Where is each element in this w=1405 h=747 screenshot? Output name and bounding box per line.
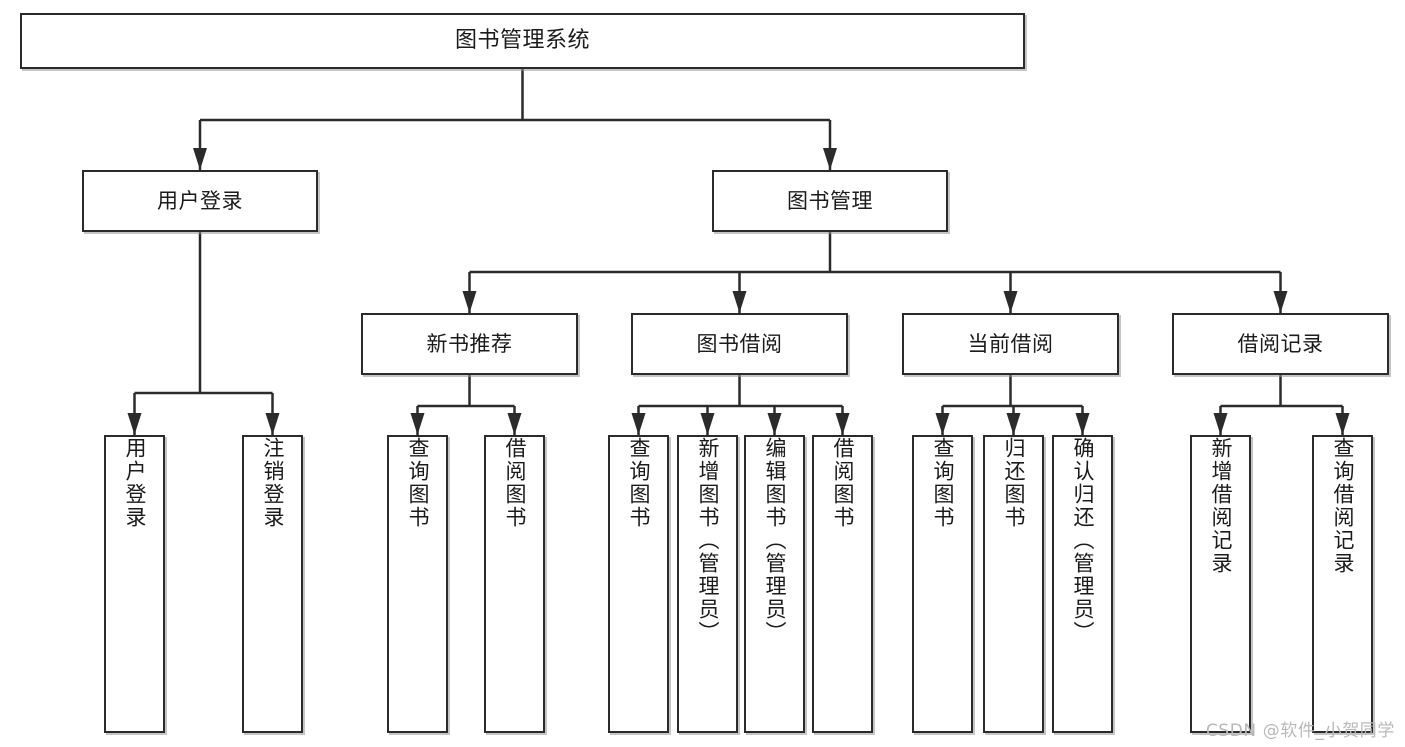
node-label: 查询借阅记录 [1331, 437, 1355, 575]
node-leaf-logout-login[interactable]: 注销登录 [242, 435, 303, 733]
arrow-head-icon [1213, 413, 1228, 435]
arrow-head-icon [1273, 291, 1288, 313]
node-label: 编辑图书（管理员） [763, 437, 787, 644]
arrow-head-icon [410, 413, 425, 435]
node-label: 图书管理系统 [454, 28, 590, 54]
arrow-head-icon [1335, 413, 1350, 435]
node-label: 查询图书 [406, 437, 430, 529]
arrow-head-icon [767, 413, 782, 435]
arrow-head-icon [823, 148, 837, 170]
node-user-login[interactable]: 用户登录 [82, 170, 318, 232]
node-current-borrow[interactable]: 当前借阅 [902, 313, 1119, 375]
node-leaf-borrow-book[interactable]: 借阅图书 [812, 435, 873, 733]
node-label: 查询图书 [627, 437, 651, 529]
node-new-book-recommend[interactable]: 新书推荐 [361, 313, 578, 375]
node-leaf-add-borrow-record[interactable]: 新增借阅记录 [1190, 435, 1251, 733]
node-label: 新书推荐 [426, 331, 513, 356]
arrow-head-icon [935, 413, 950, 435]
node-label: 当前借阅 [967, 331, 1054, 356]
node-borrow-record[interactable]: 借阅记录 [1172, 313, 1389, 375]
node-root[interactable]: 图书管理系统 [20, 13, 1025, 69]
node-label: 图书借阅 [696, 331, 783, 356]
node-label: 借阅图书 [831, 437, 855, 529]
arrow-head-icon [1006, 413, 1021, 435]
node-leaf-query-book-recommend[interactable]: 查询图书 [387, 435, 448, 733]
node-label: 用户登录 [123, 437, 147, 529]
node-leaf-add-book-admin[interactable]: 新增图书（管理员） [677, 435, 738, 733]
arrow-head-icon [462, 291, 477, 313]
node-label: 归还图书 [1002, 437, 1026, 529]
node-leaf-query-book-borrow[interactable]: 查询图书 [608, 435, 669, 733]
node-book-borrow[interactable]: 图书借阅 [631, 313, 848, 375]
watermark-text: CSDN @软件_小贺同学 [1205, 721, 1395, 741]
node-label: 借阅图书 [503, 437, 527, 529]
node-leaf-borrow-book-recommend[interactable]: 借阅图书 [484, 435, 545, 733]
node-label: 借阅记录 [1237, 331, 1324, 356]
arrow-head-icon [700, 413, 715, 435]
node-label: 新增借阅记录 [1209, 437, 1233, 575]
node-leaf-query-book-current[interactable]: 查询图书 [912, 435, 973, 733]
node-leaf-user-login[interactable]: 用户登录 [104, 435, 165, 733]
node-leaf-query-borrow-record[interactable]: 查询借阅记录 [1312, 435, 1373, 733]
arrow-head-icon [507, 413, 522, 435]
node-leaf-confirm-return-admin[interactable]: 确认归还（管理员） [1052, 435, 1113, 733]
arrow-head-icon [835, 413, 850, 435]
arrow-head-icon [732, 291, 747, 313]
arrow-head-icon [1003, 291, 1018, 313]
arrow-head-icon [631, 413, 646, 435]
arrow-head-icon [193, 148, 207, 170]
arrow-head-icon [127, 413, 142, 435]
node-book-manage[interactable]: 图书管理 [712, 170, 948, 232]
arrow-head-icon [265, 413, 280, 435]
node-leaf-return-book[interactable]: 归还图书 [983, 435, 1044, 733]
node-label: 新增图书（管理员） [696, 437, 720, 644]
node-label: 用户登录 [157, 188, 243, 213]
node-label: 图书管理 [787, 188, 873, 213]
arrow-head-icon [1075, 413, 1090, 435]
node-label: 查询图书 [931, 437, 955, 529]
node-label: 确认归还（管理员） [1071, 437, 1095, 644]
node-label: 注销登录 [261, 437, 285, 529]
node-leaf-edit-book-admin[interactable]: 编辑图书（管理员） [744, 435, 805, 733]
